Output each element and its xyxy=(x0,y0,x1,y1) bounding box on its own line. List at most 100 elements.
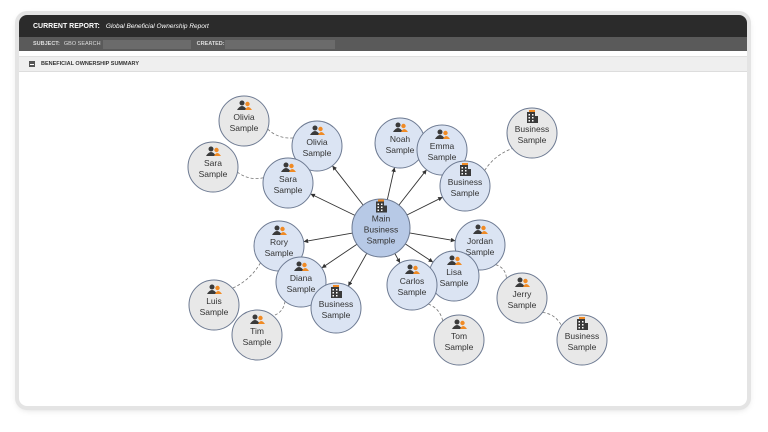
edge-jerry-biz4 xyxy=(542,311,562,326)
node-label: Sample xyxy=(398,287,427,297)
people-icon xyxy=(515,277,530,287)
edge-main-diana xyxy=(321,243,358,269)
node-label: Luis xyxy=(206,296,222,306)
node-circle xyxy=(188,279,240,331)
node-circle xyxy=(433,314,485,366)
people-icon xyxy=(452,319,467,329)
node-label: Sample xyxy=(428,152,457,162)
edge-main-biz1 xyxy=(406,196,443,216)
edge-sara1-sara2 xyxy=(237,171,264,179)
node-label: Sample xyxy=(568,342,597,352)
node-label: Olivia xyxy=(306,137,328,147)
report-header: CURRENT REPORT: Global Beneficial Owners… xyxy=(19,15,747,37)
edge-main-rory xyxy=(303,232,353,244)
node-label: Sara xyxy=(279,174,297,184)
node-label: Sample xyxy=(451,188,480,198)
people-icon xyxy=(435,129,450,139)
node-label: Sample xyxy=(322,310,351,320)
edge-biz1-biz3 xyxy=(484,148,513,171)
node-circle xyxy=(351,198,411,258)
node-circle xyxy=(262,157,314,209)
people-icon xyxy=(281,162,296,172)
report-name: Global Beneficial Ownership Report xyxy=(105,22,209,30)
node-label: Jerry xyxy=(513,289,533,299)
node-label: Sample xyxy=(303,148,332,158)
created-field[interactable] xyxy=(224,39,335,49)
node-label: Jordan xyxy=(467,236,493,246)
node-label: Tim xyxy=(250,326,264,336)
building-icon xyxy=(331,285,342,298)
people-icon xyxy=(250,314,265,324)
edge-main-lisa xyxy=(404,243,434,263)
edge-main-sara1 xyxy=(310,193,356,216)
node-label: Sample xyxy=(466,247,495,257)
people-icon xyxy=(310,125,325,135)
node-label: Diana xyxy=(290,273,312,283)
node-circle xyxy=(187,141,239,193)
people-icon xyxy=(272,225,287,235)
node-label: Sample xyxy=(274,185,303,195)
node-circle xyxy=(386,259,438,311)
edge-carlos-tom xyxy=(428,303,444,322)
node-label: Rory xyxy=(270,237,289,247)
node-circle xyxy=(231,309,283,361)
node-label: Sample xyxy=(508,300,537,310)
edge-main-emma xyxy=(398,169,427,206)
collapse-icon[interactable] xyxy=(29,61,35,67)
node-label: Business xyxy=(448,177,483,187)
node-label: Sample xyxy=(440,278,469,288)
node-label: Sample xyxy=(265,248,294,258)
people-icon xyxy=(206,146,221,156)
node-label: Main xyxy=(372,214,391,224)
people-icon xyxy=(393,122,408,132)
node-label: Lisa xyxy=(446,267,462,277)
node-label: Sample xyxy=(287,284,316,294)
created-label: CREATED: xyxy=(196,41,225,47)
subject-field[interactable] xyxy=(102,39,191,49)
people-icon xyxy=(207,284,222,294)
edge-main-biz2 xyxy=(347,253,368,287)
node-label: Olivia xyxy=(233,112,255,122)
edge-rory-luis xyxy=(232,262,261,289)
node-circle xyxy=(291,120,343,172)
edge-jordan-jerry xyxy=(495,264,507,279)
people-icon xyxy=(473,224,488,234)
node-label: Noah xyxy=(390,134,411,144)
node-label: Sample xyxy=(386,145,415,155)
node-circle xyxy=(439,160,491,212)
building-icon xyxy=(527,110,538,123)
node-label: Business xyxy=(515,124,550,134)
building-icon xyxy=(577,317,588,330)
node-label: Sample xyxy=(367,236,396,246)
edge-main-jordan xyxy=(409,232,456,243)
building-icon xyxy=(376,199,387,213)
node-label: Business xyxy=(319,299,354,309)
node-label: Sample xyxy=(199,169,228,179)
edge-main-olivia1 xyxy=(332,165,364,206)
section-header[interactable]: BENEFICIAL OWNERSHIP SUMMARY xyxy=(19,56,747,72)
people-icon xyxy=(447,255,462,265)
node-label: Carlos xyxy=(400,276,425,286)
node-label: Sara xyxy=(204,158,222,168)
section-title: BENEFICIAL OWNERSHIP SUMMARY xyxy=(41,61,139,67)
node-label: Sample xyxy=(518,135,547,145)
people-icon xyxy=(237,100,252,110)
edge-diana-tim xyxy=(272,301,286,317)
